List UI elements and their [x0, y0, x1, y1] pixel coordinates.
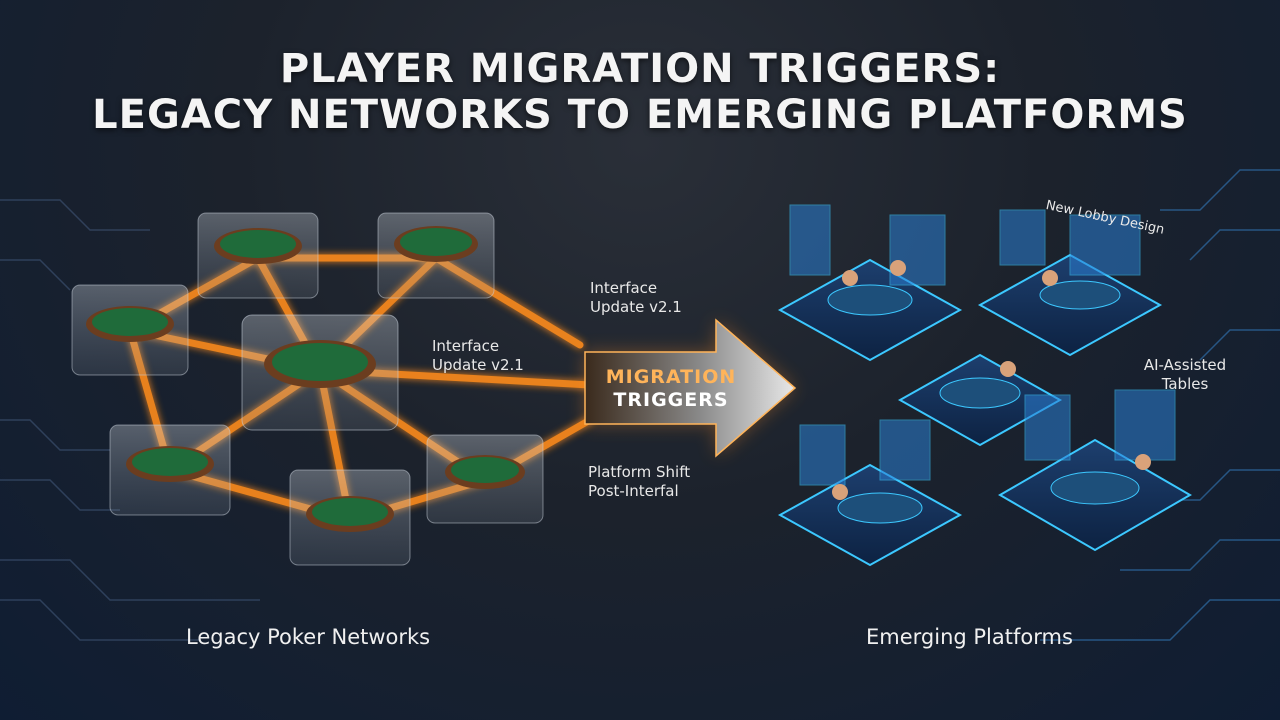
legacy-node-top-left: [197, 212, 319, 299]
legacy-node-top-right: [377, 212, 495, 299]
migration-arrow: [584, 318, 797, 458]
annotation-interface-top: Interface Update v2.1: [590, 279, 682, 317]
annotation-interface-mid: Interface Update v2.1: [432, 337, 524, 375]
legacy-node-left: [71, 284, 189, 376]
legacy-node-bottom-left: [109, 424, 231, 516]
annotation-platform-shift: Platform Shift Post-Interfal: [588, 463, 690, 501]
platform-top-left: [777, 204, 963, 362]
annotation-line: Tables: [1161, 375, 1209, 393]
circuit-lines-left: [0, 199, 260, 641]
platform-center: [897, 353, 1063, 447]
title-line-1: PLAYER MIGRATION TRIGGERS:: [279, 46, 1001, 92]
circuit-lines-right: [1040, 169, 1280, 641]
arrow-label-line-1: MIGRATION: [605, 366, 737, 388]
legacy-node-bottom: [289, 469, 411, 566]
section-label-emerging: Emerging Platforms: [866, 625, 1073, 649]
annotation-line: Update v2.1: [432, 356, 524, 374]
platform-top-right: [977, 209, 1163, 357]
annotation-line: Interface: [590, 279, 658, 297]
platform-bottom-right: [998, 389, 1192, 552]
legacy-node-bottom-right: [426, 434, 544, 524]
arrow-label: MIGRATION TRIGGERS: [596, 366, 746, 412]
annotation-ai: AI-Assisted Tables: [1130, 356, 1240, 394]
annotation-line: Post-Interfal: [588, 482, 679, 500]
legacy-node-center: [241, 314, 399, 431]
annotation-line: Update v2.1: [590, 298, 682, 316]
annotation-line: AI-Assisted: [1143, 356, 1227, 374]
annotation-line: Platform Shift: [588, 463, 691, 481]
section-label-legacy: Legacy Poker Networks: [186, 625, 431, 649]
title-line-2: LEGACY NETWORKS TO EMERGING PLATFORMS: [92, 92, 1188, 138]
annotation-line: Interface: [432, 337, 500, 355]
arrow-label-line-2: TRIGGERS: [613, 389, 729, 411]
platform-bottom-left: [777, 419, 963, 567]
